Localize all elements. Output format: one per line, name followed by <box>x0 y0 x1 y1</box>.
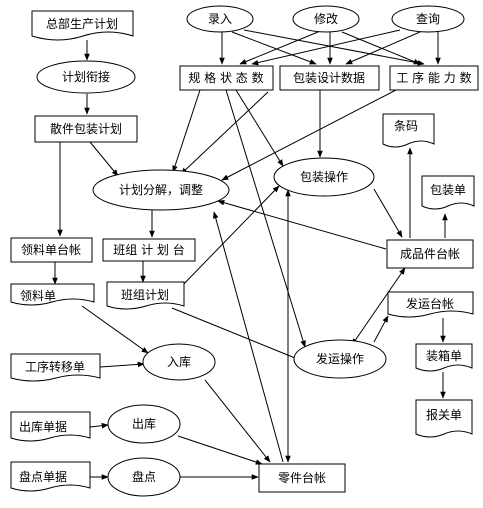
node-material-slip: 领料单 <box>10 283 95 306</box>
edge-query-pack <box>345 31 421 65</box>
node-customs-slip: 报关单 <box>415 399 473 438</box>
svg-text:总部生产计划: 总部生产计划 <box>46 16 118 31</box>
node-pack-op: 包装操作 <box>273 157 375 197</box>
edge-spec-to-pack-op <box>235 89 284 167</box>
edge-spec-to-decompose <box>172 89 201 173</box>
svg-text:零件台帐: 零件台帐 <box>278 470 326 485</box>
svg-text:装箱单: 装箱单 <box>426 348 462 363</box>
svg-text:领料单台帐: 领料单台帐 <box>21 242 81 257</box>
edge-team-plan-to-ship-op <box>171 307 301 361</box>
node-warehouse-out: 出库 <box>107 404 181 444</box>
node-outbound-slip: 出库单据 <box>10 411 91 442</box>
svg-text:班组 计 划 台: 班组 计 划 台 <box>113 242 184 257</box>
svg-text:发运操作: 发运操作 <box>316 351 364 366</box>
node-query: 查询 <box>391 5 465 33</box>
edge-finished-to-decompose <box>217 200 387 250</box>
svg-text:录入: 录入 <box>208 12 232 26</box>
edge-capacity-to-decompose <box>221 89 397 181</box>
node-material-ledger: 领料单台帐 <box>10 237 93 263</box>
edge-parts-ledger-to-decompose <box>212 211 284 463</box>
node-ship-ledger: 发运台帐 <box>387 291 474 318</box>
node-process-capacity: 工 序 能 力 数 <box>389 65 479 91</box>
edge-finished-ship-op <box>351 267 406 346</box>
edge-parts-plan-to-decompose <box>89 141 119 177</box>
edge-outbound-to-warehouse-out <box>89 422 109 429</box>
svg-text:计划衔接: 计划衔接 <box>62 69 110 84</box>
svg-text:包装单: 包装单 <box>430 183 466 197</box>
svg-text:成品件台帐: 成品件台帐 <box>400 246 460 261</box>
node-team-plan: 班组计划 <box>106 281 185 310</box>
svg-text:包装设计数据: 包装设计数据 <box>293 70 365 85</box>
svg-text:修改: 修改 <box>314 11 338 26</box>
svg-text:报关单: 报关单 <box>426 407 462 422</box>
edge-spec-to-ship-op <box>225 89 306 348</box>
svg-text:领料单: 领料单 <box>20 289 56 303</box>
svg-text:查询: 查询 <box>416 12 440 26</box>
svg-text:班组计划: 班组计划 <box>121 288 169 302</box>
node-team-plan-ledger: 班组 计 划 台 <box>102 238 196 262</box>
node-pack-design: 包装设计数据 <box>279 65 380 91</box>
edge-team-plan-to-pack-op <box>177 185 280 291</box>
node-hq-plan: 总部生产计划 <box>31 10 134 41</box>
node-box-list: 装箱单 <box>415 343 473 372</box>
node-spec-status: 规 格 状 态 数 <box>179 65 274 91</box>
node-plan-link: 计划衔接 <box>36 60 136 94</box>
svg-text:规 格 状 态 数: 规 格 状 态 数 <box>188 70 263 85</box>
edge-transfer-to-warehouse-in <box>99 361 145 368</box>
node-stocktake-slip: 盘点单据 <box>10 461 91 492</box>
edge-modify-capacity <box>341 31 421 65</box>
svg-text:出库: 出库 <box>132 416 156 431</box>
node-ship-op: 发运操作 <box>293 339 387 379</box>
node-plan-decompose: 计划分解，调整 <box>92 169 230 211</box>
edge-pack-op-to-finished <box>373 188 403 238</box>
svg-text:工 序 能 力 数: 工 序 能 力 数 <box>396 70 471 85</box>
node-stocktake: 盘点 <box>107 457 181 497</box>
svg-text:条码: 条码 <box>394 119 418 133</box>
svg-text:包装操作: 包装操作 <box>300 169 348 184</box>
edge-entry-capacity <box>243 29 425 66</box>
edge-query-spec <box>251 29 401 66</box>
edges <box>52 29 448 480</box>
node-parts-pack-plan: 散件包装计划 <box>34 115 138 143</box>
node-entry: 录入 <box>186 5 254 33</box>
node-warehouse-in: 入库 <box>142 343 216 381</box>
edge-warehouse-in-to-parts-ledger <box>204 379 271 463</box>
edge-entry-pack <box>231 31 317 65</box>
edge-warehouse-out-to-parts-ledger <box>177 435 263 465</box>
svg-text:散件包装计划: 散件包装计划 <box>50 121 122 136</box>
edge-slip-to-warehouse-in <box>81 305 149 354</box>
svg-text:出库单据: 出库单据 <box>19 419 67 434</box>
node-transfer-slip: 工序转移单 <box>10 353 101 382</box>
edge-ship-op-to-ship-ledger <box>373 315 389 343</box>
svg-text:工序转移单: 工序转移单 <box>25 359 85 374</box>
svg-text:入库: 入库 <box>167 354 191 369</box>
node-finished-ledger: 成品件台帐 <box>386 239 474 269</box>
edge-modify-spec <box>239 31 319 65</box>
svg-text:盘点单据: 盘点单据 <box>19 469 67 484</box>
svg-text:发运台帐: 发运台帐 <box>406 296 454 311</box>
svg-text:盘点: 盘点 <box>132 469 156 484</box>
node-packing-list: 包装单 <box>421 175 475 210</box>
node-barcode: 条码 <box>382 113 435 148</box>
svg-text:计划分解，调整: 计划分解，调整 <box>119 182 203 197</box>
node-modify: 修改 <box>292 5 360 33</box>
node-parts-ledger: 零件台帐 <box>258 463 346 493</box>
edge-pack-design-to-decompose <box>180 91 269 175</box>
